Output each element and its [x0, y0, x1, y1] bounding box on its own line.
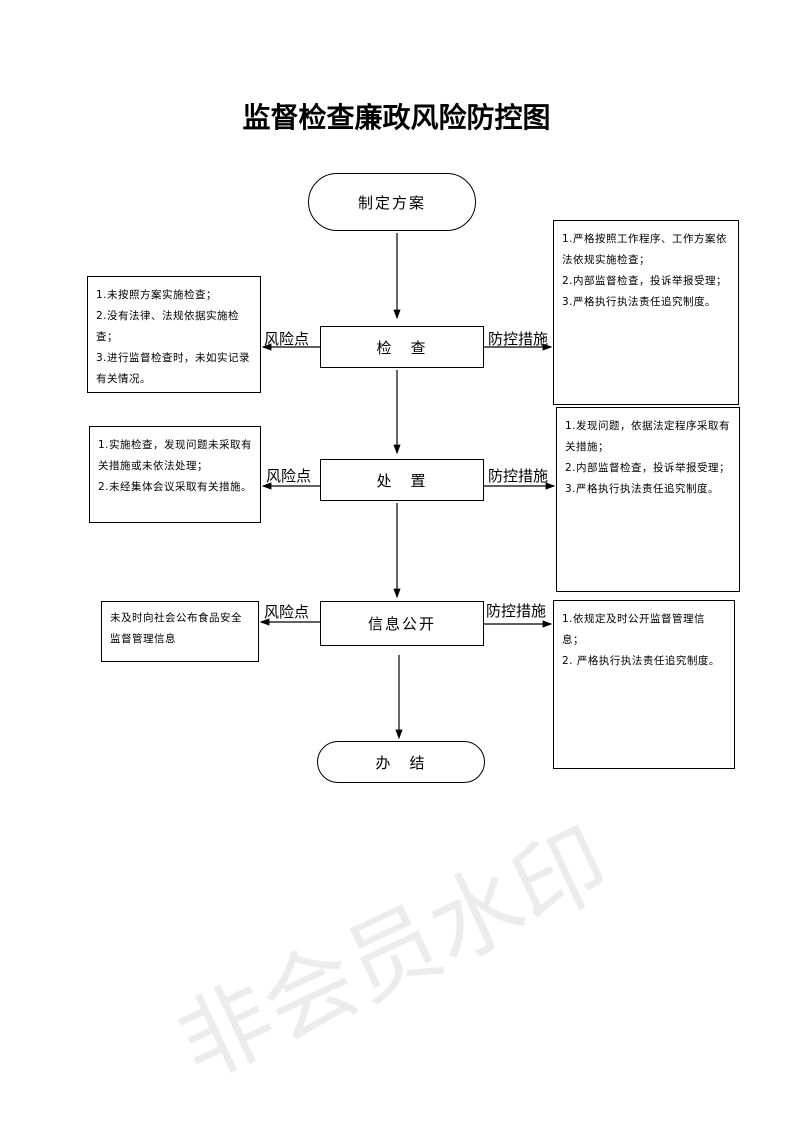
risk-box-2: 1.实施检查，发现问题未采取有关措施或未依法处理； 2.未经集体会议采取有关措施…	[89, 426, 261, 523]
control-box-1: 1.严格按照工作程序、工作方案依法依规实施检查； 2.内部监督检查，投诉举报受理…	[553, 220, 739, 405]
node-publish: 信息公开	[320, 601, 484, 646]
node-handle: 处 置	[320, 459, 484, 501]
risk-item: 2.没有法律、法规依据实施检查；	[96, 310, 240, 343]
control-item: 2.内部监督检查，投诉举报受理；	[565, 462, 731, 474]
risk-box-3: 未及时向社会公布食品安全监督管理信息	[101, 601, 259, 662]
control-box-2: 1.发现问题，依据法定程序采取有关措施； 2.内部监督检查，投诉举报受理； 3.…	[556, 407, 740, 592]
page-title: 监督检查廉政风险防控图	[242, 101, 551, 134]
risk-label-1: 风险点	[264, 330, 310, 348]
risk-item: 1.未按照方案实施检查；	[96, 289, 218, 301]
risk-box-1: 1.未按照方案实施检查； 2.没有法律、法规依据实施检查； 3.进行监督检查时，…	[87, 276, 261, 393]
risk-label-3: 风险点	[264, 603, 310, 621]
control-item: 2. 严格执行执法责任追究制度。	[562, 655, 720, 667]
risk-label-2: 风险点	[266, 467, 312, 485]
control-label-3: 防控措施	[486, 602, 547, 620]
control-item: 3.严格执行执法责任追究制度。	[565, 483, 720, 495]
control-label-1: 防控措施	[488, 330, 549, 348]
control-item: 1.发现问题，依据法定程序采取有关措施；	[565, 420, 731, 453]
node-start: 制定方案	[308, 173, 476, 231]
control-item: 1.严格按照工作程序、工作方案依法依规实施检查；	[562, 233, 728, 266]
node-end: 办 结	[317, 741, 485, 783]
risk-item: 3.进行监督检查时，未如实记录有关情况。	[96, 352, 251, 385]
control-item: 2.内部监督检查，投诉举报受理；	[562, 275, 728, 287]
control-box-3: 1.依规定及时公开监督管理信息； 2. 严格执行执法责任追究制度。	[553, 600, 735, 769]
risk-item: 未及时向社会公布食品安全监督管理信息	[110, 612, 242, 645]
node-check: 检 查	[320, 326, 484, 368]
control-label-2: 防控措施	[488, 467, 549, 485]
risk-item: 2.未经集体会议采取有关措施。	[98, 481, 253, 493]
risk-item: 1.实施检查，发现问题未采取有关措施或未依法处理；	[98, 439, 253, 472]
control-item: 3.严格执行执法责任追究制度。	[562, 296, 717, 308]
control-item: 1.依规定及时公开监督管理信息；	[562, 613, 706, 646]
